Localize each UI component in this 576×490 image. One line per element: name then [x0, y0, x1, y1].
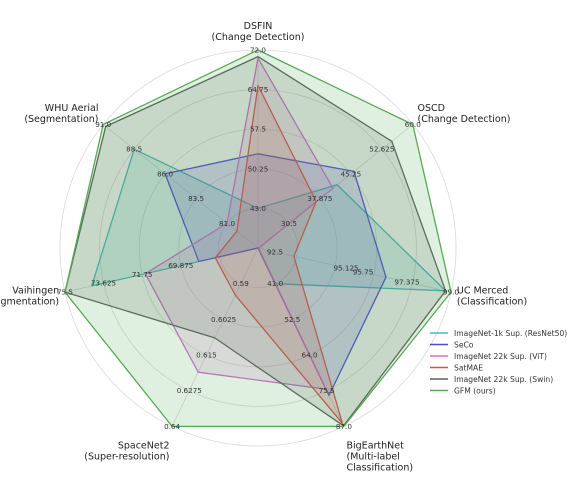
legend-label: SatMAE	[454, 363, 483, 372]
tick-label: 92.5	[267, 247, 283, 256]
series-polygon	[64, 55, 447, 427]
axis-name-label: (Multi-label	[347, 452, 400, 463]
legend: ImageNet-1k Sup. (ResNet50) SeCoImageNet …	[430, 329, 567, 395]
axis-name-label: SpaceNet2	[118, 441, 170, 452]
tick-label: 75.5	[57, 288, 73, 297]
tick-label: 95.75	[353, 267, 374, 276]
axis-names-group: DSFIN(Change Detection)OSCD(Change Detec…	[0, 21, 527, 474]
tick-label: 0.64	[164, 422, 180, 431]
tick-label: 0.6275	[177, 386, 202, 395]
tick-label: 91.0	[95, 120, 111, 129]
tick-label: 60.0	[405, 120, 421, 129]
axis-spoke	[171, 247, 259, 427]
axis-name-label: (Super-resolution)	[84, 452, 169, 463]
tick-label: 95.125	[333, 264, 358, 273]
axis-name-label: (Classification)	[457, 297, 527, 308]
tick-label: 72.0	[250, 46, 266, 55]
tick-label: 73.625	[91, 279, 116, 288]
tick-label: 64.0	[302, 351, 318, 360]
tick-label: 45.25	[341, 169, 362, 178]
tick-label: 0.59	[233, 279, 249, 288]
axis-name-label: OSCD	[417, 103, 444, 114]
tick-label: 71.75	[132, 270, 153, 279]
axis-name-label: (Segmentation)	[24, 114, 98, 125]
axis-name-label: (Change Detection)	[417, 114, 510, 125]
axis-name-label: Vaihingen	[12, 286, 59, 297]
series-polygon	[64, 49, 452, 428]
tick-label: 99.0	[443, 288, 459, 297]
tick-label: 83.5	[188, 194, 204, 203]
legend-label: GFM (ours)	[454, 386, 496, 395]
axis-spoke	[257, 247, 452, 293]
tick-label: 88.5	[126, 145, 142, 154]
tick-label: 75.5	[319, 386, 335, 395]
tick-label: 97.375	[394, 278, 419, 287]
tick-label: 37.875	[307, 194, 332, 203]
axis-name-label: (Segmentation)	[0, 297, 59, 308]
legend-label: ImageNet 22k Sup. (Swin)	[454, 375, 553, 384]
axis-name-label: BigEarthNet	[347, 441, 405, 452]
tick-label: 69.875	[168, 261, 193, 270]
legend-label: ImageNet-1k Sup. (ResNet50)	[454, 329, 567, 338]
tick-label: 81.0	[219, 219, 235, 228]
tick-label: 52.625	[369, 145, 394, 154]
axis-name-label: Classification)	[347, 463, 414, 474]
tick-label: 0.615	[196, 351, 217, 360]
tick-label: 30.5	[281, 219, 297, 228]
axis-name-label: UC Merced	[457, 286, 508, 297]
legend-label: SeCo	[454, 340, 474, 349]
series-polygon	[214, 84, 344, 424]
axis-spoke	[102, 124, 259, 249]
tick-label: 0.6025	[211, 315, 236, 324]
axis-name-label: DSFIN	[244, 21, 273, 32]
tick-label: 64.75	[248, 85, 269, 94]
tick-labels-group: 43.0 50.25 57.5 64.75 72.0 30.5 37.875 45.25 52.…	[57, 46, 460, 431]
axis-name-label: (Change Detection)	[212, 32, 305, 43]
tick-label: 41.0	[267, 279, 283, 288]
tick-label: 57.5	[250, 125, 266, 134]
legend-label: ImageNet 22k Sup. (ViT)	[454, 352, 547, 361]
tick-label: 50.25	[248, 164, 269, 173]
tick-label: 43.0	[250, 204, 266, 213]
series-group	[64, 49, 452, 428]
tick-label: 87.0	[336, 422, 352, 431]
tick-label: 52.5	[284, 315, 300, 324]
tick-label: 86.0	[157, 169, 173, 178]
axis-name-label: WHU Aerial	[45, 103, 99, 114]
